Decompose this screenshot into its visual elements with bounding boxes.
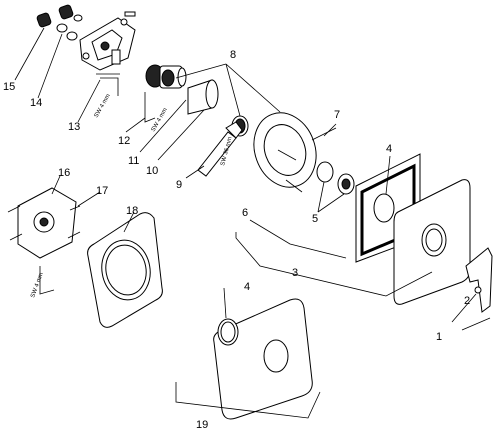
- label-part-1: 1: [436, 331, 442, 343]
- label-part-7: 7: [334, 109, 340, 121]
- plaster-frame: [87, 212, 163, 328]
- label-part-11: 11: [128, 155, 139, 167]
- screw-7: [311, 127, 337, 141]
- lever-handle: [465, 247, 493, 313]
- finish-cover: [213, 298, 313, 420]
- mounting-ring: [253, 112, 317, 193]
- clip-5: [316, 161, 355, 195]
- small-screw: [124, 11, 136, 17]
- label-part-19: 19: [196, 419, 208, 431]
- label-part-2: 2: [464, 295, 470, 307]
- label-part-4-top: 4: [386, 143, 392, 155]
- label-part-5: 5: [312, 213, 318, 225]
- allen-key-left: [96, 73, 120, 96]
- label-part-9: 9: [176, 179, 182, 191]
- label-part-15: 15: [3, 81, 15, 93]
- label-part-6: 6: [242, 207, 248, 219]
- label-part-12: 12: [118, 135, 130, 147]
- extension-sleeve: [187, 79, 219, 115]
- rough-in-body: [7, 187, 81, 259]
- valve-body: [79, 17, 136, 71]
- tool-size-label: SW 4 mm: [94, 93, 112, 119]
- allen-key-lower: [39, 266, 55, 295]
- tool-size-label: SW 4 mm: [30, 272, 45, 299]
- cartridge-seals: [36, 4, 83, 41]
- label-part-16: 16: [58, 167, 70, 179]
- wrench: [197, 121, 243, 177]
- label-part-10: 10: [146, 165, 158, 177]
- label-part-3: 3: [292, 267, 298, 279]
- label-part-17: 17: [96, 185, 108, 197]
- label-part-8: 8: [230, 49, 236, 61]
- allen-key-mid: [144, 92, 156, 123]
- leader-lines: [14, 27, 491, 419]
- label-part-14: 14: [30, 97, 42, 109]
- label-part-4-bottom: 4: [244, 281, 250, 293]
- cover-plate: [393, 179, 471, 305]
- label-part-18: 18: [126, 205, 138, 217]
- o-ring: [217, 318, 239, 346]
- label-part-13: 13: [68, 121, 80, 133]
- thermostat-cartridge: [145, 64, 187, 89]
